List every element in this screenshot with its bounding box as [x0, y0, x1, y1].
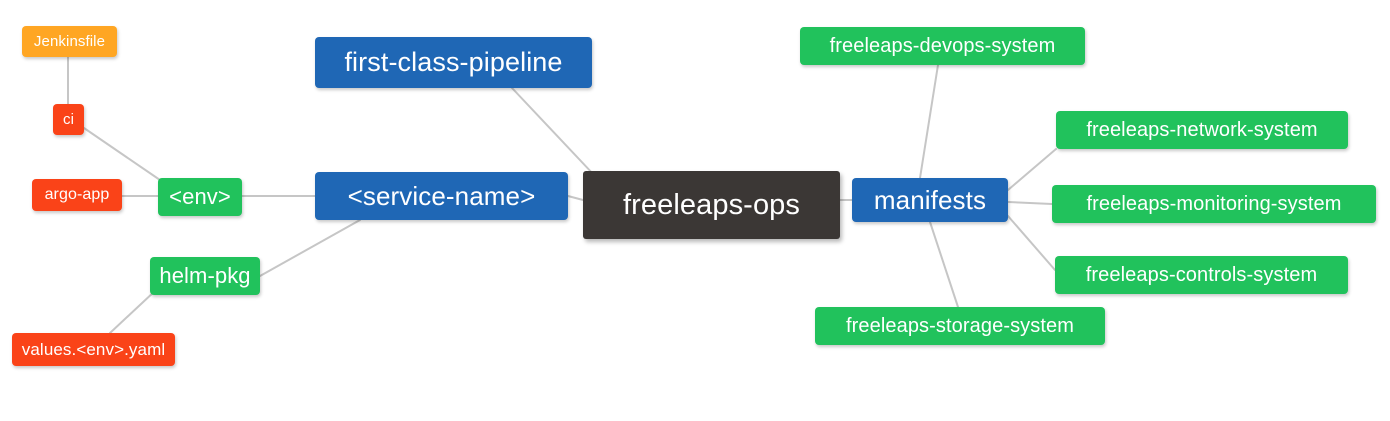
mindmap-node-values-yaml[interactable]: values.<env>.yaml — [12, 333, 175, 366]
mindmap-node-env[interactable]: <env> — [158, 178, 242, 216]
edge-root-first-class-pipeline — [511, 87, 596, 177]
mindmap-node-devops-system[interactable]: freeleaps-devops-system — [800, 27, 1085, 65]
mindmap-node-root[interactable]: freeleaps-ops — [583, 171, 840, 239]
mindmap-node-first-class-pipeline[interactable]: first-class-pipeline — [315, 37, 592, 88]
edge-helm-pkg-values-yaml — [109, 289, 157, 334]
edge-env-ci — [83, 127, 161, 181]
mindmap-node-helm-pkg[interactable]: helm-pkg — [150, 257, 260, 295]
mindmap-node-service-name[interactable]: <service-name> — [315, 172, 568, 220]
mindmap-node-monitoring-system[interactable]: freeleaps-monitoring-system — [1052, 185, 1376, 223]
edge-manifests-network — [1007, 148, 1057, 191]
edge-manifests-monitoring — [1007, 201, 1053, 205]
edge-manifests-controls — [1007, 215, 1056, 271]
mindmap-node-ci[interactable]: ci — [53, 104, 84, 135]
edge-service-name-helm-pkg — [259, 219, 361, 277]
mindmap-node-argo-app[interactable]: argo-app — [32, 179, 122, 211]
mindmap-node-storage-system[interactable]: freeleaps-storage-system — [815, 307, 1105, 345]
mindmap-node-jenkinsfile[interactable]: Jenkinsfile — [22, 26, 117, 57]
mindmap-node-manifests[interactable]: manifests — [852, 178, 1008, 222]
edge-root-service-name — [567, 195, 584, 201]
mindmap-node-network-system[interactable]: freeleaps-network-system — [1056, 111, 1348, 149]
mindmap-node-controls-system[interactable]: freeleaps-controls-system — [1055, 256, 1348, 294]
edge-manifests-devops — [919, 64, 939, 179]
edge-manifests-storage — [929, 221, 959, 308]
